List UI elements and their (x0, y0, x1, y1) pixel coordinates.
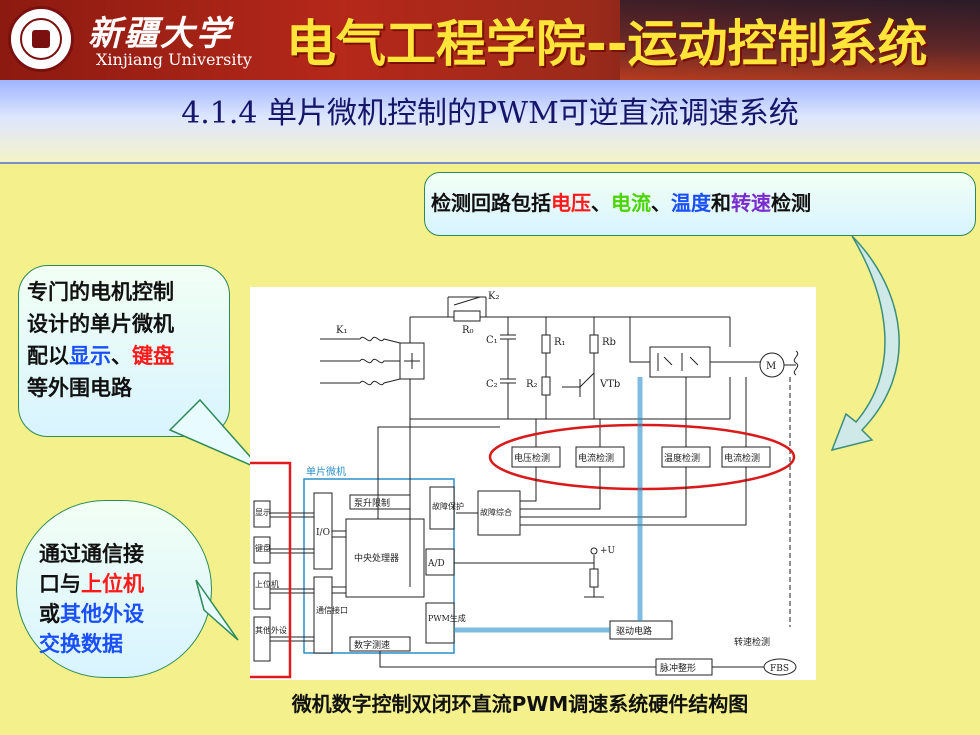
box-ad: A/D (427, 559, 445, 569)
box-other-devices: 其他外设 (255, 625, 287, 635)
label-speed-detect: 转速检测 (734, 636, 770, 648)
hardware-diagram: K₂ K₁ R₀ C₁ C₂ R₁ R₂ Rb VTb M 单片微机 电压检测 … (234, 287, 816, 680)
box-drive-circuit: 驱动电路 (616, 625, 652, 637)
university-name-cn: 新疆大学 (88, 14, 232, 54)
label-r0: R₀ (462, 325, 474, 336)
label-rb: Rb (602, 337, 616, 348)
box-comm-port: 通信接口 (316, 605, 348, 615)
label-motor: M (766, 361, 776, 372)
box-temp-detect: 温度检测 (664, 452, 700, 464)
box-pump-limit: 泵升限制 (354, 497, 390, 509)
slide-title: 4.1.4 单片微机控制的PWM可逆直流调速系统 (181, 96, 799, 131)
header-background-photo (620, 0, 980, 80)
label-plus-u: +U (600, 546, 616, 556)
box-cpu: 中央处理器 (354, 552, 399, 564)
title-bar (0, 80, 980, 164)
college-course-title: 电气工程学院--运动控制系统 (286, 15, 928, 73)
label-vtb: VTb (599, 379, 620, 390)
label-c1: C₁ (486, 335, 498, 346)
label-r1: R₁ (554, 337, 566, 348)
box-fault-protect: 故障保护 (432, 501, 464, 511)
callout-communication: 通过通信接 口与上位机 或其他外设 交换数据 (16, 500, 212, 678)
label-k2: K₂ (488, 291, 499, 302)
box-voltage-detect: 电压检测 (514, 452, 550, 464)
box-pulse-shape: 脉冲整形 (660, 662, 696, 674)
header-banner (0, 0, 980, 80)
label-r2: R₂ (526, 379, 538, 390)
box-digital-speed: 数字测速 (354, 639, 390, 651)
box-current-detect-1: 电流检测 (578, 452, 614, 464)
callout-detection: 检测回路包括电压、电流、温度和转速检测 (424, 172, 976, 236)
university-name-en: Xinjiang University (96, 50, 252, 69)
diagram-caption: 微机数字控制双闭环直流PWM调速系统硬件结构图 (291, 692, 749, 716)
box-host: 上位机 (255, 579, 279, 589)
curved-arrow-icon (830, 235, 900, 452)
box-io: I/O (316, 528, 330, 538)
box-fault-sum: 故障综合 (480, 507, 512, 517)
box-keyboard: 键盘 (255, 543, 271, 553)
box-display: 显示 (255, 508, 271, 517)
university-seal-logo (8, 6, 74, 72)
box-pwm-gen: PWM生成 (428, 613, 466, 623)
label-k1: K₁ (336, 325, 347, 336)
box-current-detect-2: 电流检测 (724, 452, 760, 464)
box-fbs: FBS (770, 664, 789, 674)
label-c2: C₂ (486, 379, 498, 390)
label-mcu: 单片微机 (306, 465, 346, 478)
